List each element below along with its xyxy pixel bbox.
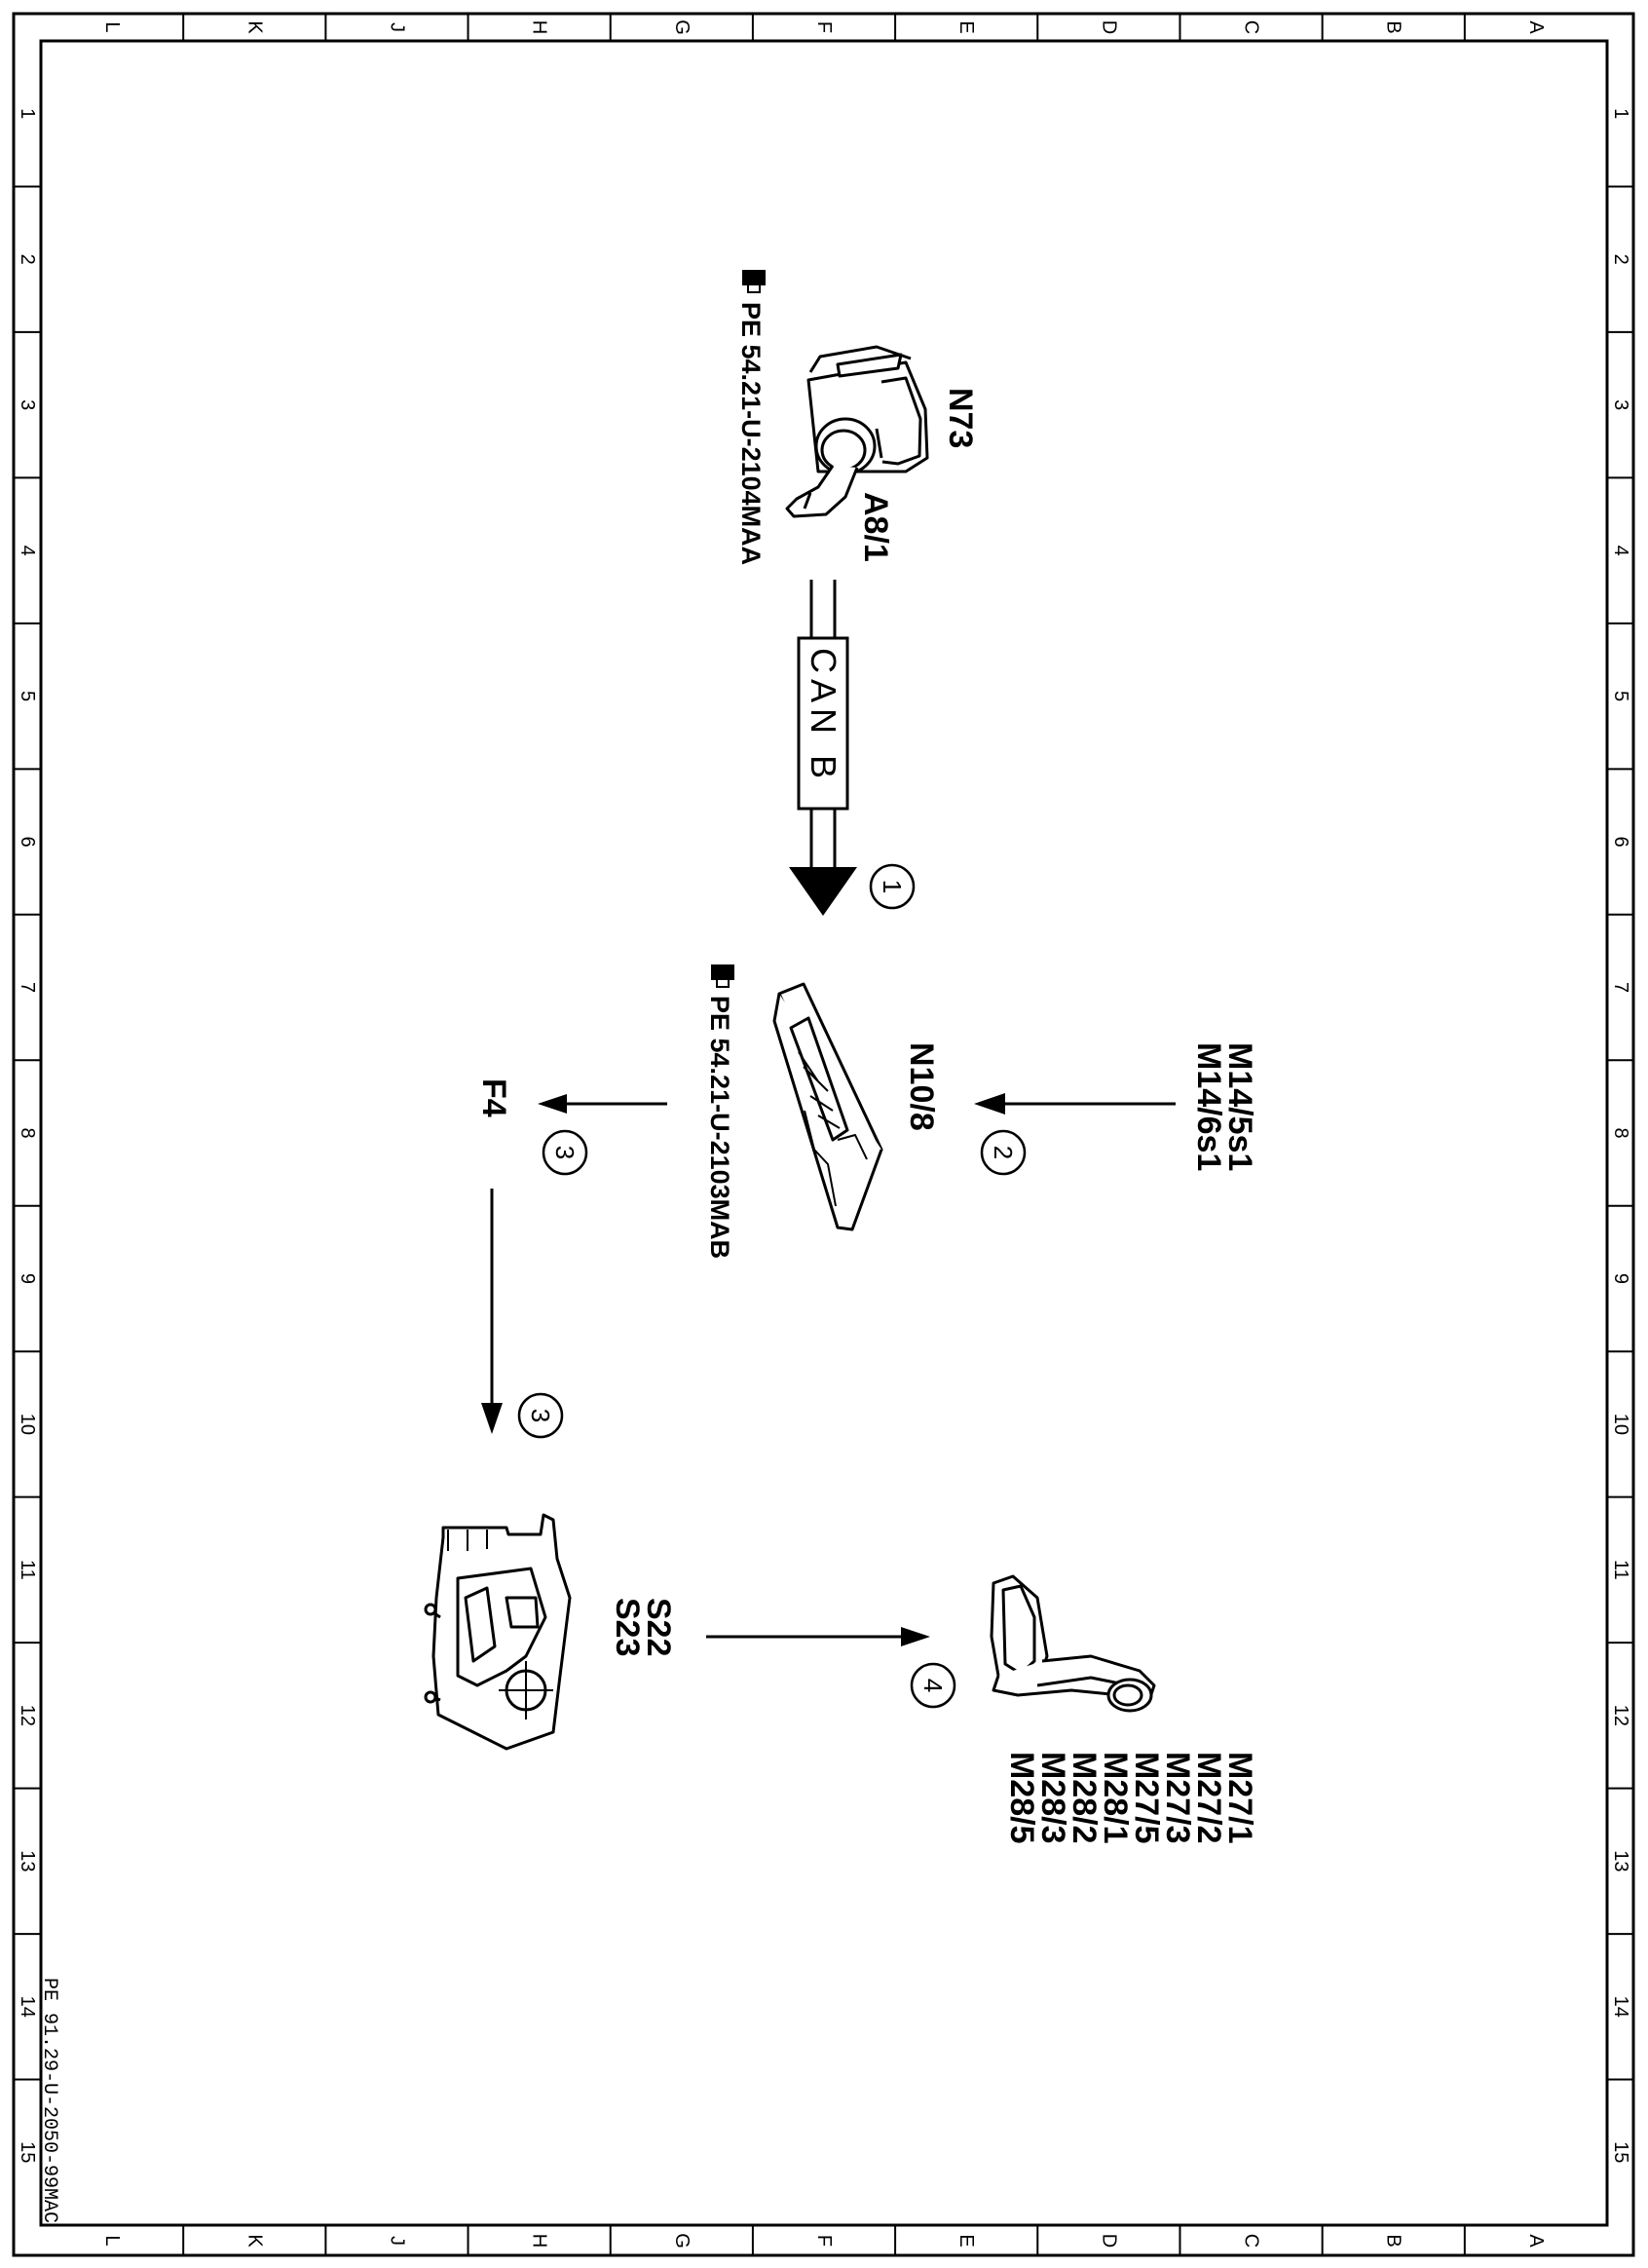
grid-column-label-top: E bbox=[955, 20, 977, 33]
label-a8-1: A8/1 bbox=[857, 492, 894, 562]
grid-column-label-bottom: B bbox=[1383, 2234, 1405, 2247]
grid-row-label-left: 6 bbox=[17, 837, 38, 848]
grid-column-label-bottom: A bbox=[1525, 2234, 1547, 2248]
grid-column-label-top: B bbox=[1383, 20, 1405, 33]
grid-column-label-top: J bbox=[386, 22, 407, 32]
grid-column-label-bottom: G bbox=[671, 2233, 693, 2249]
step-number: 2 bbox=[989, 1146, 1018, 1159]
grid-row-label-right: 7 bbox=[1610, 982, 1631, 993]
grid-row-label-left: 4 bbox=[17, 546, 38, 556]
label-m28-3: M28/3 bbox=[1034, 1752, 1071, 1844]
seat-icon bbox=[990, 1574, 1156, 1713]
grid-row-label-left: 2 bbox=[17, 254, 38, 265]
label-n73-reference: PE 54.21-U-2104MAA bbox=[736, 302, 766, 565]
step-number: 1 bbox=[878, 880, 907, 893]
pointing-hand-icon bbox=[711, 964, 734, 988]
grid-row-label-right: 12 bbox=[1610, 1705, 1631, 1726]
grid-row-label-right: 4 bbox=[1610, 546, 1631, 556]
step-number: 4 bbox=[918, 1679, 948, 1692]
label-m28-5: M28/5 bbox=[1003, 1752, 1040, 1844]
grid-row-label-right: 3 bbox=[1610, 399, 1631, 410]
grid-row-label-right: 13 bbox=[1610, 1850, 1631, 1871]
grid-row-label-right: 5 bbox=[1610, 691, 1631, 701]
seat-switch-icon bbox=[424, 1513, 572, 1751]
arrow-left-icon bbox=[974, 1093, 1005, 1115]
label-can-bus: CAN B bbox=[804, 648, 843, 784]
grid-row-label-left: 10 bbox=[17, 1414, 38, 1435]
grid-ticks bbox=[14, 14, 1633, 2255]
label-m14-5s1: M14/5s1 bbox=[1221, 1042, 1258, 1171]
grid-row-label-right: 1 bbox=[1610, 108, 1631, 119]
label-m28-1: M28/1 bbox=[1097, 1752, 1134, 1844]
grid-column-label-bottom: J bbox=[386, 2236, 407, 2246]
grid-column-label-bottom: F bbox=[813, 2235, 835, 2247]
outer-frame bbox=[12, 12, 1635, 2257]
grid-row-label-left: 8 bbox=[17, 1127, 38, 1138]
label-n10-8-reference: PE 54.21-U-2103MAB bbox=[705, 996, 734, 1259]
document-code: PE 91.29-U-2050-99MAC bbox=[38, 1978, 60, 2223]
step-marker: 1 bbox=[869, 863, 916, 910]
grid-row-label-right: 8 bbox=[1610, 1127, 1631, 1138]
inner-frame bbox=[39, 39, 1609, 2227]
grid-row-label-left: 12 bbox=[17, 1705, 38, 1726]
label-m27-3: M27/3 bbox=[1159, 1752, 1196, 1844]
grid-column-label-bottom: E bbox=[955, 2234, 977, 2247]
grid-column-label-bottom: K bbox=[243, 2234, 265, 2248]
label-m27-5: M27/5 bbox=[1128, 1752, 1165, 1844]
label-m28-2: M28/2 bbox=[1066, 1752, 1103, 1844]
label-s23: S23 bbox=[609, 1598, 646, 1657]
control-unit-icon bbox=[772, 982, 883, 1231]
step-marker: 4 bbox=[910, 1662, 956, 1709]
grid-column-label-top: L bbox=[101, 21, 123, 32]
label-m27-2: M27/2 bbox=[1190, 1752, 1227, 1844]
arrow-right-icon bbox=[901, 1627, 930, 1646]
arrow-left-icon bbox=[538, 1094, 567, 1114]
grid-row-label-left: 3 bbox=[17, 399, 38, 410]
arrow-down-icon bbox=[789, 867, 857, 916]
grid-column-label-top: A bbox=[1525, 20, 1547, 34]
label-s22: S22 bbox=[640, 1598, 677, 1657]
grid-row-label-right: 2 bbox=[1610, 254, 1631, 265]
grid-column-label-top: G bbox=[671, 19, 693, 35]
step-number: 3 bbox=[550, 1146, 580, 1159]
grid-column-label-top: K bbox=[243, 20, 265, 34]
grid-column-label-bottom: L bbox=[101, 2235, 123, 2246]
label-m14-6s1: M14/6s1 bbox=[1190, 1042, 1227, 1171]
grid-row-label-left: 14 bbox=[17, 1996, 38, 2018]
arrow-down-icon bbox=[481, 1403, 503, 1434]
grid-row-label-right: 6 bbox=[1610, 837, 1631, 848]
grid-row-label-left: 11 bbox=[17, 1560, 38, 1580]
grid-row-label-right: 10 bbox=[1610, 1414, 1631, 1435]
grid-row-label-right: 9 bbox=[1610, 1273, 1631, 1284]
grid-column-label-top: C bbox=[1241, 20, 1262, 34]
can-bus-label-box bbox=[797, 636, 849, 811]
step-marker: 2 bbox=[980, 1129, 1027, 1176]
grid-row-label-right: 15 bbox=[1610, 2141, 1631, 2163]
grid-column-label-bottom: C bbox=[1241, 2234, 1262, 2248]
grid-row-label-right: 11 bbox=[1610, 1560, 1631, 1580]
grid-column-label-bottom: D bbox=[1098, 2234, 1119, 2248]
ignition-switch-icon bbox=[785, 345, 929, 518]
step-marker: 3 bbox=[542, 1129, 588, 1176]
grid-column-label-top: H bbox=[529, 20, 550, 34]
grid-column-label-top: F bbox=[813, 21, 835, 33]
grid-row-label-left: 5 bbox=[17, 691, 38, 701]
pointing-hand-icon bbox=[742, 270, 766, 293]
grid-row-label-right: 14 bbox=[1610, 1996, 1631, 2018]
grid-row-label-left: 13 bbox=[17, 1850, 38, 1871]
grid-column-label-top: D bbox=[1098, 20, 1119, 34]
label-n73: N73 bbox=[942, 388, 979, 448]
grid-column-label-bottom: H bbox=[529, 2234, 550, 2248]
step-marker: 3 bbox=[517, 1392, 564, 1439]
step-number: 3 bbox=[526, 1409, 555, 1422]
grid-row-label-left: 7 bbox=[17, 982, 38, 993]
label-f4: F4 bbox=[475, 1078, 512, 1117]
label-m27-1: M27/1 bbox=[1221, 1752, 1258, 1844]
label-n10-8: N10/8 bbox=[903, 1042, 940, 1131]
grid-row-label-left: 15 bbox=[17, 2141, 38, 2163]
grid-row-label-left: 9 bbox=[17, 1273, 38, 1284]
grid-row-label-left: 1 bbox=[17, 108, 38, 119]
